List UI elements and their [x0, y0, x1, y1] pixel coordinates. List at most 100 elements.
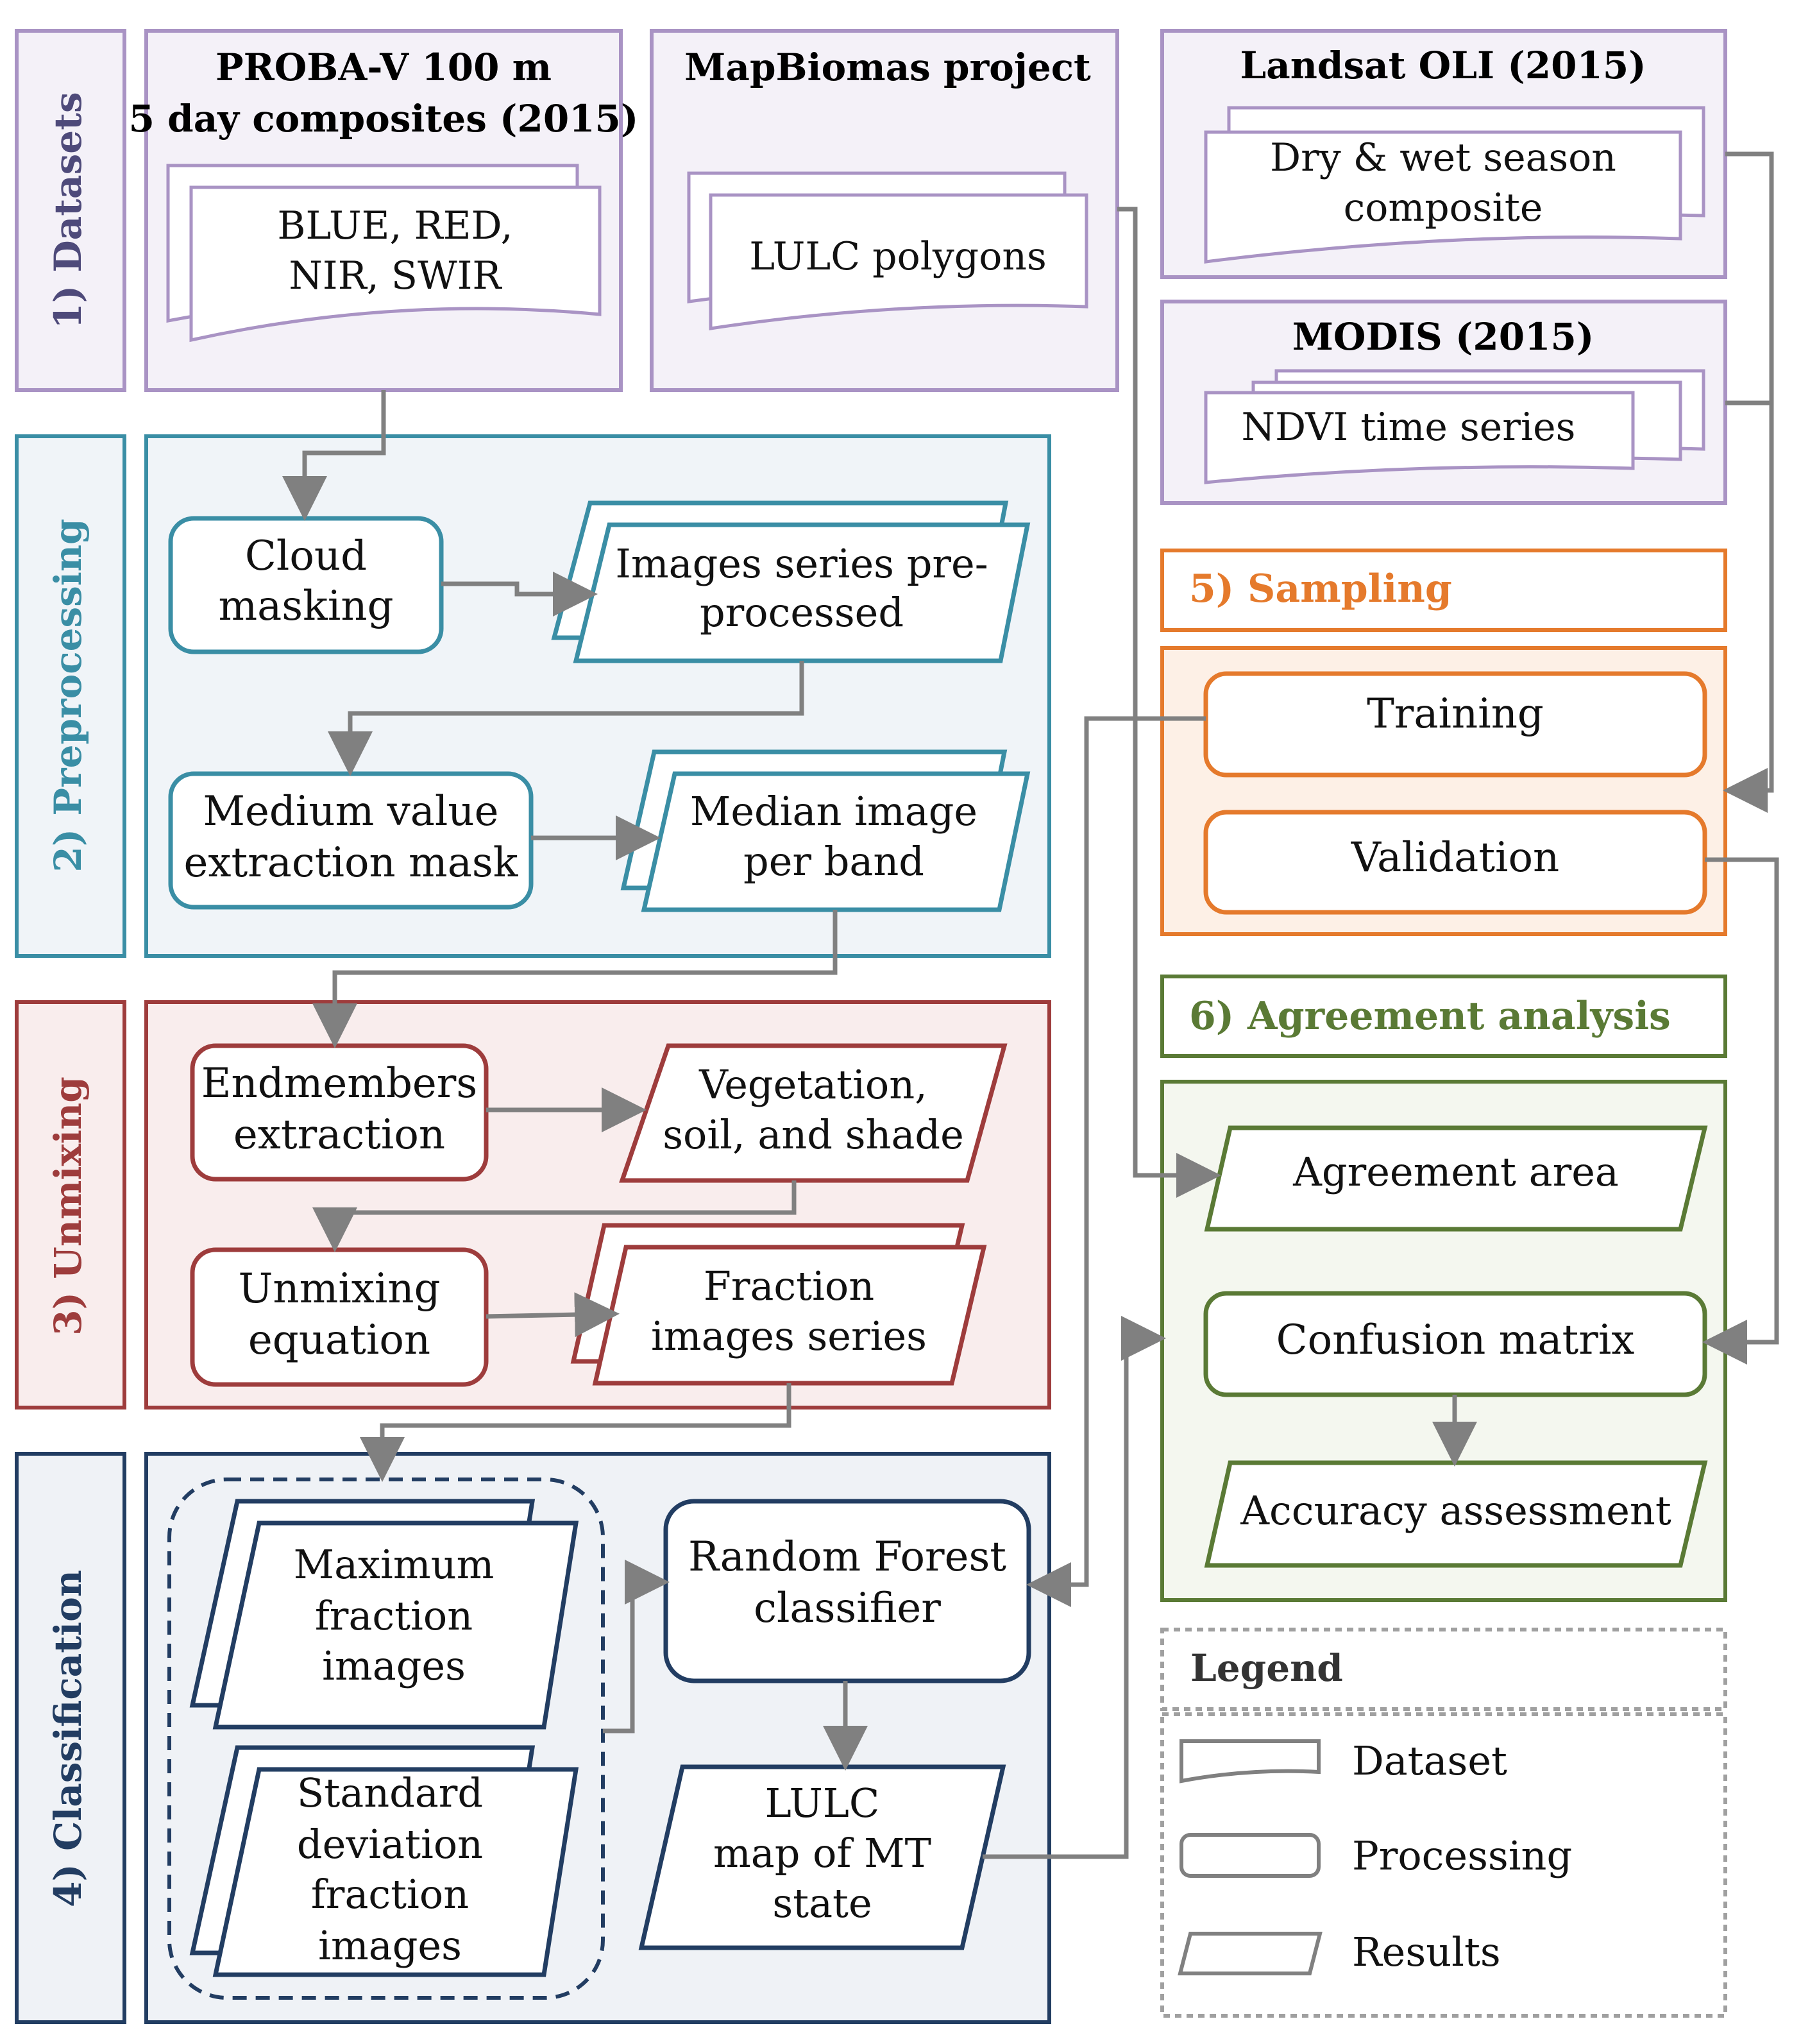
lulc-map-line1: LULC — [765, 1780, 880, 1827]
unmixing-equation-process: Unmixing equation — [190, 1247, 489, 1387]
mapbiomas-title: MapBiomas project — [684, 46, 1091, 89]
flow-arrows — [282, 151, 1779, 1859]
cloud-masking-process: Cloud masking — [168, 516, 444, 654]
fraction-features-group — [167, 1478, 605, 2000]
vegetation-line1: Vegetation, — [698, 1061, 927, 1108]
vegetation-line2: soil, and shade — [663, 1111, 964, 1158]
proba-v-title-line2: 5 day composites (2015) — [129, 97, 639, 141]
endmembers-line2: extraction — [233, 1111, 445, 1159]
random-forest-line1: Random Forest — [688, 1533, 1006, 1581]
arrow-median-to-endmembers — [312, 910, 838, 1048]
medium-value-line2: extraction mask — [183, 839, 518, 887]
legend-results-icon — [1178, 1932, 1323, 1975]
section-sampling-label: 5) Sampling — [1189, 566, 1452, 611]
proba-v-title-line1: PROBA-V 100 m — [216, 46, 552, 89]
std-fraction-line3: fraction — [311, 1871, 469, 1918]
arrow-mapbiomas-to-agreement — [1117, 207, 1221, 1198]
section-unmixing: 3) Unmixing Endmembers extraction Vegeta… — [15, 1000, 1051, 1410]
unmixing-equation-line2: equation — [248, 1316, 430, 1364]
arrow-training-to-rf — [1026, 716, 1206, 1607]
proba-v-dataset-box: PROBA-V 100 m 5 day composites (2015) BL… — [129, 29, 639, 392]
vegetation-result: Vegetation, soil, and shade — [619, 1043, 1008, 1183]
std-fraction-line4: images — [318, 1922, 462, 1969]
landsat-dataset-box: Landsat OLI (2015) Dry & wet season comp… — [1160, 29, 1727, 279]
lulc-polygons-label: LULC polygons — [749, 234, 1047, 279]
agreement-area-label: Agreement area — [1292, 1148, 1619, 1195]
std-fraction-line1: Standard — [297, 1769, 483, 1816]
cloud-masking-line1: Cloud — [245, 532, 367, 580]
arrow-lulc-to-agreement — [983, 1316, 1166, 1859]
fraction-images-result: Fraction images series — [570, 1223, 987, 1386]
ndvi-time-series-label: NDVI time series — [1242, 405, 1576, 450]
modis-title: MODIS (2015) — [1292, 315, 1594, 359]
unmixing-equation-line1: Unmixing — [238, 1265, 440, 1313]
max-fraction-line2: fraction — [315, 1592, 473, 1639]
validation-process: Validation — [1203, 810, 1707, 915]
section-unmixing-label: 3) Unmixing — [46, 1077, 90, 1335]
std-fraction-result: Standard deviation fraction images — [189, 1745, 579, 1977]
fraction-images-line2: images series — [651, 1313, 927, 1359]
arrow-series-to-medium — [328, 661, 804, 776]
section-preprocessing: 2) Preprocessing Cloud masking Images se… — [15, 434, 1051, 958]
section-classification: 4) Classification Maximum fraction image… — [15, 1452, 1051, 2024]
legend-processing-icon — [1180, 1833, 1321, 1878]
legend-dataset-label: Dataset — [1352, 1737, 1507, 1784]
arrow-veg-to-equation — [312, 1180, 797, 1252]
training-label: Training — [1367, 690, 1544, 738]
section-classification-label: 4) Classification — [46, 1570, 90, 1907]
section-datasets-label: 1) Datasets — [46, 92, 90, 328]
lulc-map-result: LULC map of MT state — [638, 1764, 1006, 1950]
legend-title: Legend — [1190, 1646, 1343, 1690]
proba-v-bands-line1: BLUE, RED, — [277, 203, 512, 248]
max-fraction-line1: Maximum — [294, 1541, 495, 1588]
training-process: Training — [1203, 671, 1707, 778]
landsat-title: Landsat OLI (2015) — [1240, 44, 1646, 87]
arrow-cloud-to-series — [441, 572, 598, 617]
confusion-matrix-label: Confusion matrix — [1276, 1316, 1635, 1364]
medium-value-line1: Medium value — [203, 788, 499, 835]
lulc-map-line2: map of MT — [713, 1830, 931, 1877]
validation-label: Validation — [1351, 834, 1560, 881]
images-series-line1: Images series pre- — [615, 540, 988, 587]
confusion-matrix-process: Confusion matrix — [1203, 1291, 1707, 1397]
medium-value-process: Medium value extraction mask — [168, 771, 534, 910]
legend: Legend Dataset Processing Results — [1160, 1628, 1727, 2018]
modis-dataset-box: MODIS (2015) NDVI time series — [1160, 300, 1727, 505]
accuracy-assessment-label: Accuracy assessment — [1240, 1487, 1671, 1534]
section-datasets: 1) Datasets PROBA-V 100 m 5 day composit… — [15, 29, 1727, 505]
arrow-validation-to-matrix — [1702, 857, 1779, 1365]
landsat-doc-line2: composite — [1344, 185, 1543, 230]
mapbiomas-dataset-box: MapBiomas project LULC polygons — [650, 29, 1119, 392]
arrow-fraction-to-classification — [360, 1383, 791, 1482]
section-sampling: 5) Sampling Training Validation — [1160, 549, 1727, 936]
legend-dataset-icon — [1180, 1739, 1321, 1784]
median-image-line1: Median image — [690, 788, 977, 835]
landsat-doc-line1: Dry & wet season — [1270, 135, 1616, 180]
arrow-landsat-modis-to-sampling — [1723, 151, 1774, 813]
agreement-area-result: Agreement area — [1204, 1125, 1708, 1232]
lulc-map-line3: state — [772, 1880, 872, 1927]
endmembers-line1: Endmembers — [201, 1060, 477, 1107]
cloud-masking-line2: masking — [218, 583, 393, 630]
median-image-line2: per band — [743, 838, 924, 885]
endmembers-process: Endmembers extraction — [190, 1043, 489, 1182]
fraction-images-line1: Fraction — [704, 1263, 874, 1309]
random-forest-line2: classifier — [754, 1585, 941, 1632]
images-series-result: Images series pre- processed — [551, 500, 1031, 663]
arrow-proba-to-cloud — [282, 390, 386, 521]
proba-v-bands-line2: NIR, SWIR — [289, 253, 502, 298]
legend-processing-label: Processing — [1352, 1832, 1572, 1879]
arrow-group-to-rf — [603, 1560, 670, 1733]
max-fraction-line3: images — [322, 1642, 466, 1689]
legend-results-label: Results — [1352, 1929, 1501, 1975]
random-forest-process: Random Forest classifier — [663, 1499, 1031, 1683]
section-agreement-label: 6) Agreement analysis — [1189, 994, 1671, 1039]
images-series-line2: processed — [700, 589, 904, 636]
std-fraction-line2: deviation — [297, 1821, 483, 1868]
median-image-result: Median image per band — [620, 749, 1031, 912]
section-agreement: 6) Agreement analysis Agreement area Con… — [1160, 975, 1727, 1602]
max-fraction-result: Maximum fraction images — [189, 1499, 579, 1730]
arrow-equation-to-fraction — [486, 1292, 620, 1338]
section-preprocessing-label: 2) Preprocessing — [46, 518, 90, 872]
